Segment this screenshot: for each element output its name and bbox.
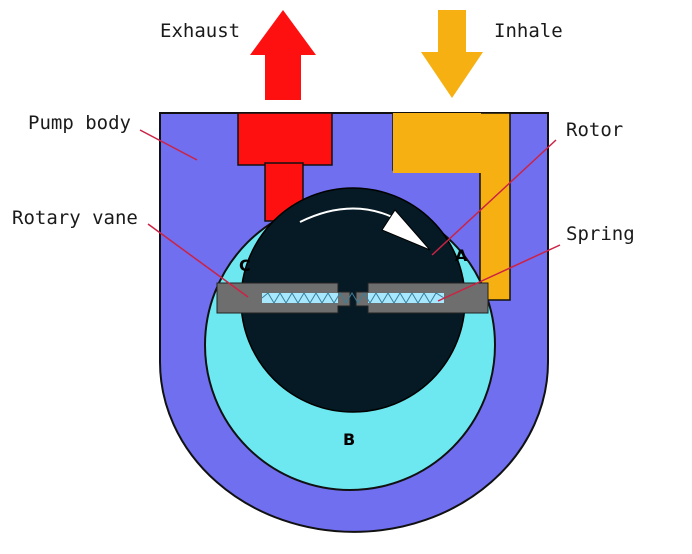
leader-pump-body [139, 129, 198, 161]
spring-coil [261, 292, 445, 304]
arrow-down-icon [421, 10, 483, 98]
leader-rotary-vane [147, 223, 249, 298]
inhale-label: Inhale [494, 20, 563, 42]
leader-rotor [431, 139, 557, 256]
rotation-arrow-icon [299, 207, 431, 251]
zone-a-label: A [455, 246, 468, 265]
exhaust-port [237, 112, 333, 166]
arrow-up-icon [250, 10, 316, 100]
rotor-label: Rotor [566, 119, 624, 141]
spring-slot-right [368, 293, 444, 303]
inhale-channel [393, 113, 481, 173]
exhaust-label: Exhaust [160, 20, 241, 42]
zone-b-label: B [343, 430, 356, 449]
pump-body-label: Pump body [28, 112, 131, 134]
leader-spring [437, 244, 561, 302]
zone-c-label: C [239, 256, 251, 275]
spring-label: Spring [566, 223, 635, 245]
rotary-vane-label: Rotary vane [12, 207, 138, 229]
spring-slot-left [262, 293, 338, 303]
